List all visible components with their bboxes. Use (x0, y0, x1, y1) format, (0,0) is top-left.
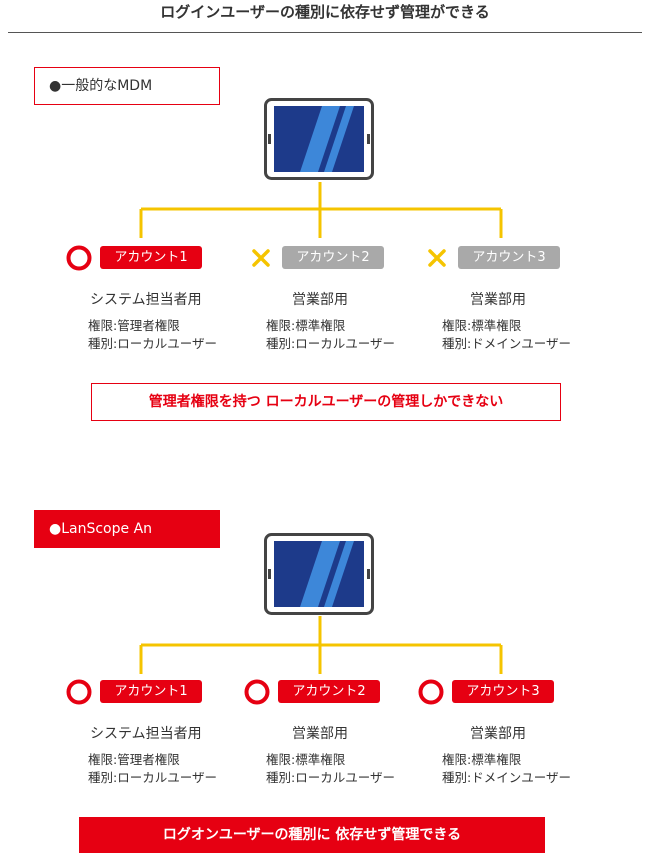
conclusion-note-generic: 管理者権限を持つ ローカルユーザーの管理しかできない (91, 383, 561, 421)
page-title: ログインユーザーの種別に依存せず管理ができる (160, 3, 490, 21)
account-type: 種別:ローカルユーザー (88, 336, 217, 351)
account-name: システム担当者用 (90, 726, 202, 742)
account-type: 種別:ドメインユーザー (442, 770, 571, 785)
account-name: 営業部用 (470, 726, 526, 742)
account-badge: アカウント1 (100, 680, 202, 703)
account-permission: 権限:管理者権限 (88, 318, 180, 333)
account-card-1: アカウント1 システム担当者用 権限:管理者権限 種別:ローカルユーザー (66, 245, 256, 351)
account-name: システム担当者用 (90, 292, 202, 308)
account-permission: 権限:標準権限 (266, 318, 346, 333)
account-card-3: アカウント3 営業部用 権限:標準権限 種別:ドメインユーザー (424, 245, 614, 351)
account-permission: 権限:標準権限 (266, 752, 346, 767)
section-label-lanscope-an: ●LanScope An (34, 510, 220, 548)
account-permission: 権限:標準権限 (442, 318, 522, 333)
account-badge: アカウント1 (100, 246, 202, 269)
account-badge: アカウント3 (452, 680, 554, 703)
account-type: 種別:ローカルユーザー (266, 770, 395, 785)
account-name: 営業部用 (292, 726, 348, 742)
section-label-generic-mdm: ●一般的なMDM (34, 67, 220, 105)
cross-ng-icon (252, 249, 270, 267)
tablet-icon (264, 533, 374, 615)
account-card-2: アカウント2 営業部用 権限:標準権限 種別:ローカルユーザー (248, 245, 438, 351)
circle-ok-icon (66, 679, 92, 705)
account-permission: 権限:管理者権限 (88, 752, 180, 767)
account-badge: アカウント2 (282, 246, 384, 269)
conclusion-note-lanscope: ログオンユーザーの種別に 依存せず管理できる (79, 817, 545, 853)
account-type: 種別:ローカルユーザー (88, 770, 217, 785)
circle-ok-icon (418, 679, 444, 705)
account-name: 営業部用 (470, 292, 526, 308)
cross-ng-icon (428, 249, 446, 267)
circle-ok-icon (66, 245, 92, 271)
account-name: 営業部用 (292, 292, 348, 308)
title-divider (8, 32, 642, 33)
account-card-3: アカウント3 営業部用 権限:標準権限 種別:ドメインユーザー (418, 679, 608, 785)
account-card-2: アカウント2 営業部用 権限:標準権限 種別:ローカルユーザー (244, 679, 434, 785)
account-permission: 権限:標準権限 (442, 752, 522, 767)
account-type: 種別:ローカルユーザー (266, 336, 395, 351)
connector-lines (139, 182, 503, 238)
account-badge: アカウント3 (458, 246, 560, 269)
connector-lines (139, 616, 503, 674)
account-badge: アカウント2 (278, 680, 380, 703)
circle-ok-icon (244, 679, 270, 705)
account-card-1: アカウント1 システム担当者用 権限:管理者権限 種別:ローカルユーザー (66, 679, 256, 785)
account-type: 種別:ドメインユーザー (442, 336, 571, 351)
tablet-icon (264, 98, 374, 180)
